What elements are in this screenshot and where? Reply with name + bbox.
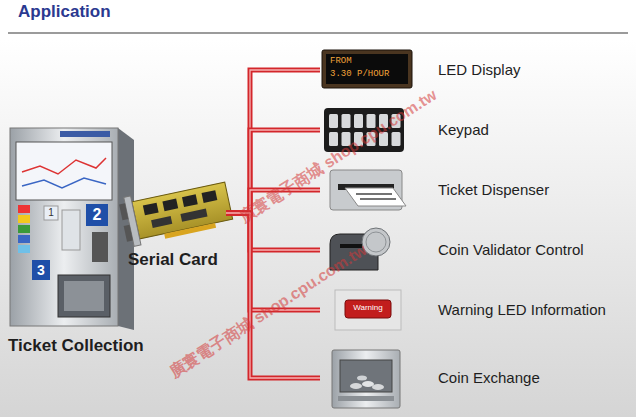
device-label: LED Display <box>438 61 521 79</box>
card-caption: Serial Card <box>128 250 218 270</box>
device-label: Warning LED Information <box>438 301 606 319</box>
ticket-machine <box>10 128 134 330</box>
background-panel <box>0 40 636 417</box>
watermark: 廣寰電子商城 shop.cpu.com.tw <box>236 85 440 227</box>
device-node: Coin Exchange <box>320 353 546 403</box>
device-label: Coin Validator Control <box>438 241 584 259</box>
panel-number: 2 <box>86 205 108 224</box>
card-node: Serial Card <box>122 188 226 274</box>
header-rule <box>8 32 628 34</box>
panel-number: 1 <box>44 207 58 219</box>
machine-caption: Ticket Collection <box>8 336 144 356</box>
coin-exchange-icon <box>332 350 400 408</box>
device-node: Ticket Dispenser <box>320 165 555 215</box>
panel-number: 3 <box>32 262 50 279</box>
display-text: 3.30 P/HOUR <box>330 69 389 80</box>
machine-node: Ticket Collection <box>4 128 150 360</box>
watermark: 廣寰電子商城 shop.cpu.com.tw <box>166 240 370 382</box>
device-label: Ticket Dispenser <box>438 181 549 199</box>
serial-card-picture <box>118 176 234 247</box>
ticket-dispenser-icon <box>330 170 406 210</box>
device-label: Coin Exchange <box>438 369 540 387</box>
display-text: FROM <box>330 56 352 67</box>
button-text: Warning <box>345 303 391 313</box>
led-display-icon <box>322 50 412 88</box>
page-title: Application <box>18 2 111 22</box>
device-label: Keypad <box>438 121 489 139</box>
warning-led-icon <box>335 290 401 330</box>
